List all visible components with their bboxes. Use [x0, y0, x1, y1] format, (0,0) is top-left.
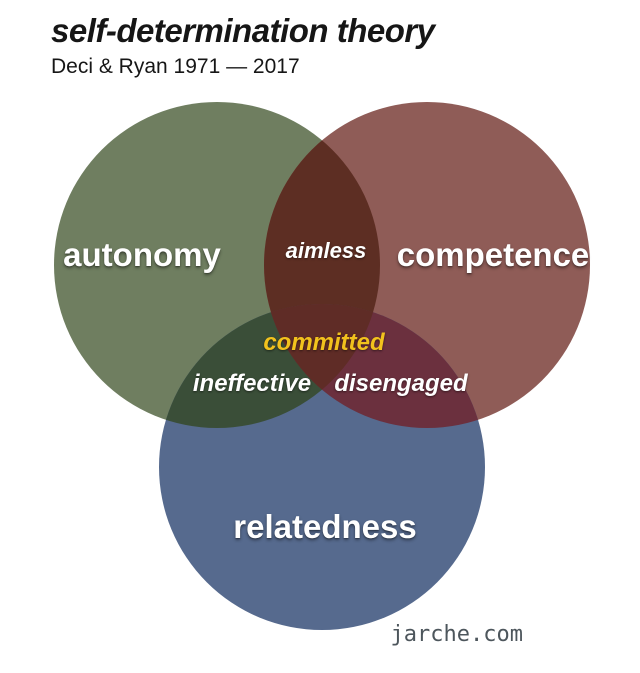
header: self-determination theory Deci & Ryan 19…: [51, 12, 435, 79]
label-committed: committed: [263, 329, 385, 356]
overlap-competence-relatedness: [264, 304, 485, 428]
label-disengaged: disengaged: [334, 370, 468, 397]
label-autonomy: autonomy: [63, 236, 221, 273]
attribution: jarche.com: [390, 622, 523, 647]
label-ineffective: ineffective: [192, 370, 312, 397]
page-subtitle: Deci & Ryan 1971 — 2017: [51, 55, 300, 78]
label-relatedness: relatedness: [233, 508, 417, 545]
label-competence: competence: [396, 236, 590, 273]
page-title: self-determination theory: [51, 12, 435, 49]
label-aimless: aimless: [285, 238, 367, 263]
overlap-autonomy-relatedness: [159, 304, 380, 428]
